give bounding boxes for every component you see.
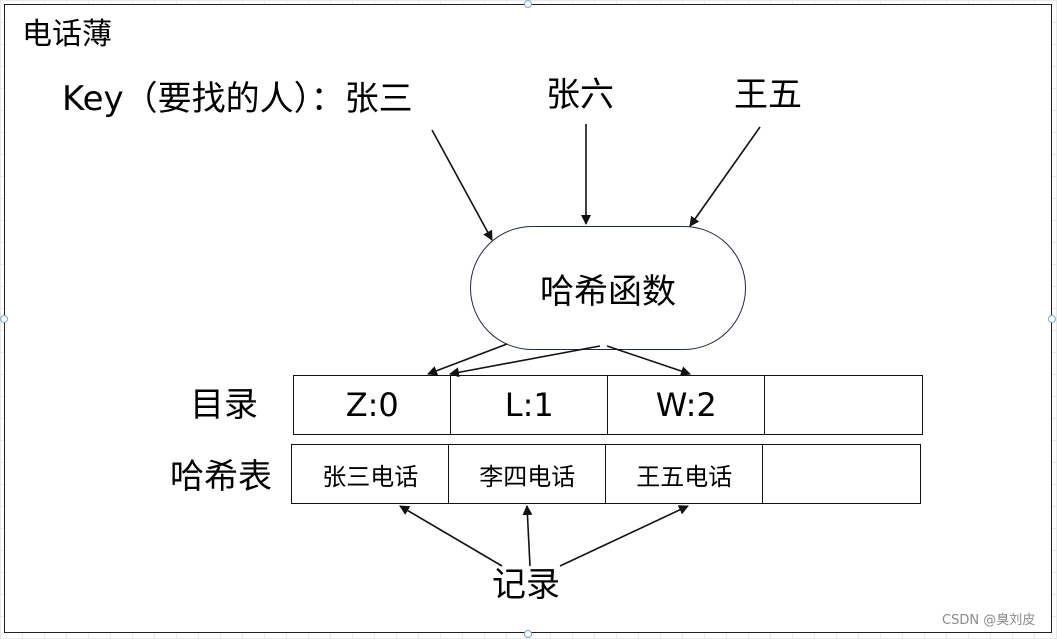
key-name-3: 王五: [734, 75, 802, 115]
resize-handle-left[interactable]: [0, 315, 8, 323]
watermark: CSDN @臭刘皮: [942, 613, 1036, 628]
hash-table-label: 哈希表: [170, 457, 272, 497]
directory-row: Z:0 L:1 W:2: [293, 375, 923, 435]
key-name-2: 张六: [546, 75, 614, 115]
resize-handle-bottom[interactable]: [524, 630, 532, 638]
records-label: 记录: [492, 565, 560, 605]
hash-table-cell: 张三电话: [291, 444, 450, 504]
directory-cell: [764, 375, 923, 435]
resize-handle-top[interactable]: [524, 0, 532, 8]
resize-handle-right[interactable]: [1048, 315, 1056, 323]
directory-cell: W:2: [607, 375, 766, 435]
hash-function-node: 哈希函数: [470, 226, 746, 350]
hash-table-cell: 王五电话: [605, 444, 764, 504]
hash-table-row: 张三电话 李四电话 王五电话: [291, 444, 921, 504]
key-label: Key（要找的人）：张三: [62, 79, 413, 119]
directory-cell: Z:0: [293, 375, 452, 435]
directory-cell: L:1: [450, 375, 609, 435]
hash-table-cell: 李四电话: [448, 444, 607, 504]
hash-function-label: 哈希函数: [540, 271, 676, 312]
diagram-title: 电话薄: [22, 17, 112, 52]
hash-table-cell: [762, 444, 921, 504]
directory-label: 目录: [190, 385, 258, 425]
